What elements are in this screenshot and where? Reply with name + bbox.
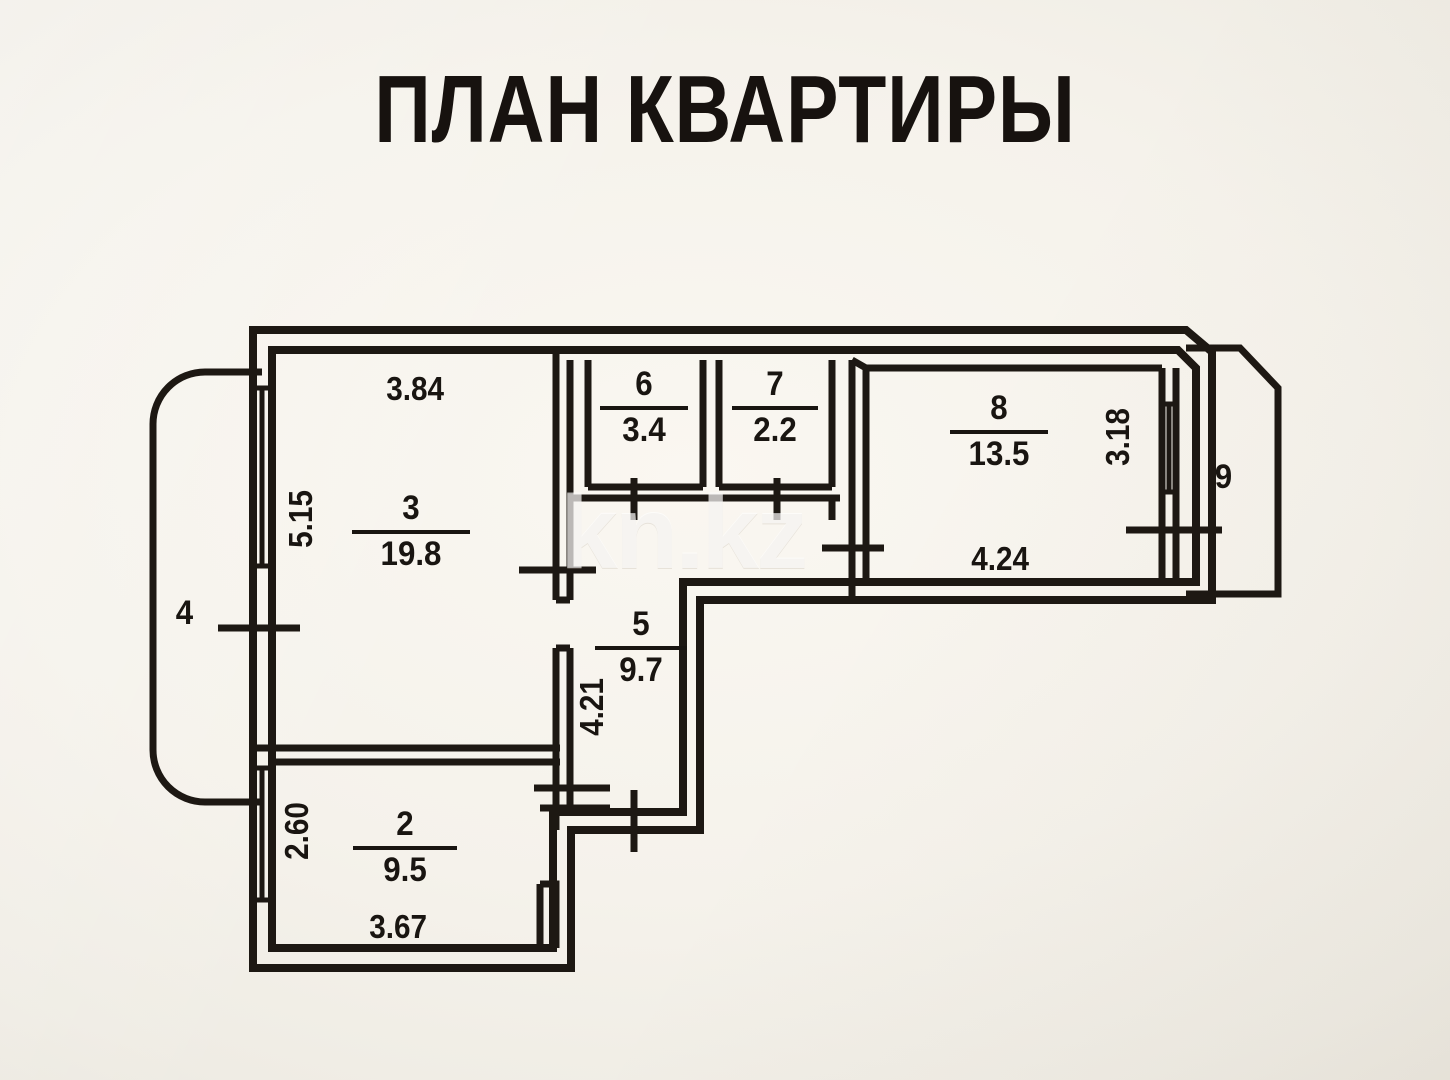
apartment-inner-wall bbox=[268, 346, 1200, 952]
room-7-area: 2.2 bbox=[753, 410, 797, 449]
room-5-area: 9.7 bbox=[619, 650, 663, 689]
left-wall-windows bbox=[250, 385, 275, 903]
room-3-rule bbox=[352, 529, 470, 534]
room-5-rule bbox=[595, 645, 687, 650]
dim-room-8-width: 4.24 bbox=[971, 540, 1030, 577]
room-2-rule bbox=[353, 845, 457, 850]
room-7-label: 7 2.2 bbox=[726, 365, 824, 449]
room-8-label: 8 13.5 bbox=[940, 389, 1058, 473]
room-6-area: 3.4 bbox=[622, 410, 666, 449]
room-8-area: 13.5 bbox=[968, 434, 1030, 473]
room-3-number: 3 bbox=[402, 489, 420, 527]
dim-room-5-height: 4.21 bbox=[573, 678, 610, 736]
room-3-area: 19.8 bbox=[380, 534, 442, 573]
apartment-outer-wall bbox=[249, 326, 1216, 972]
room-2-notch bbox=[536, 880, 560, 948]
dim-room-3-height: 5.15 bbox=[282, 490, 319, 548]
balcony-9-number: 9 bbox=[1214, 458, 1233, 496]
room-2-number: 2 bbox=[396, 805, 414, 843]
room-7-rule bbox=[732, 405, 818, 410]
dim-room-8-height: 3.18 bbox=[1099, 408, 1136, 466]
room-6-label: 6 3.4 bbox=[594, 365, 694, 449]
room-5-number: 5 bbox=[632, 605, 650, 643]
balcony-4-number: 4 bbox=[175, 594, 194, 632]
room-8-number: 8 bbox=[990, 389, 1008, 427]
dim-room-2-width: 3.67 bbox=[369, 908, 428, 945]
room-3-room-2-partition bbox=[253, 744, 560, 766]
room-5-label: 5 9.7 bbox=[588, 605, 694, 689]
balcony-4-outline bbox=[149, 368, 262, 806]
room-6-outline bbox=[584, 360, 707, 491]
room-6-number: 6 bbox=[635, 365, 653, 403]
room-8-balcony-door bbox=[1126, 401, 1222, 534]
room-2-area: 9.5 bbox=[383, 850, 427, 889]
corridor-upper-wall bbox=[570, 494, 840, 520]
room-3-label: 3 19.8 bbox=[336, 489, 486, 573]
room-6-rule bbox=[600, 405, 688, 410]
balcony-9-outline bbox=[1186, 344, 1282, 598]
dim-room-2-height: 2.60 bbox=[278, 802, 315, 860]
room-2-door-opening bbox=[534, 784, 610, 812]
page-title: ПЛАН КВАРТИРЫ bbox=[374, 56, 1076, 163]
room-7-number: 7 bbox=[766, 365, 784, 403]
room-8-rule bbox=[950, 429, 1048, 434]
room-3-right-partition bbox=[552, 350, 574, 830]
dim-room-3-width: 3.84 bbox=[386, 370, 445, 407]
room-2-label: 2 9.5 bbox=[340, 805, 470, 889]
